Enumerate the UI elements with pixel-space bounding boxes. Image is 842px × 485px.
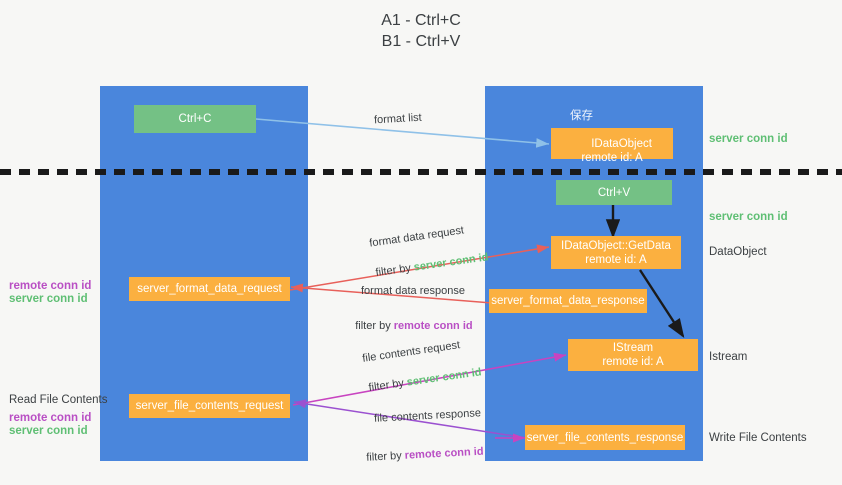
node-istream[interactable]: IStream remote id: A (568, 339, 698, 371)
node-idataobject[interactable]: 保存 IDataObject remote id: A (551, 110, 673, 164)
node-idataobject-label: 保存 IDataObject remote id: A (570, 109, 652, 179)
annotation-read-file-contents: Read File Contents (9, 394, 108, 406)
annotation-server-conn-id-top: server conn id (709, 133, 788, 145)
node-ctrl-c-label: Ctrl+C (178, 113, 212, 125)
filter-prefix: filter by (374, 261, 415, 280)
node-istream-label: IStream remote id: A (602, 342, 664, 368)
node-server-file-contents-request-label: server_file_contents_request (135, 400, 284, 412)
annotation-left-remote-conn-id-2: remote conn id (9, 412, 92, 424)
node-ctrl-c[interactable]: Ctrl+C (134, 105, 256, 133)
filter-key-server-conn-id: server conn id (413, 251, 490, 274)
node-idataobject-getdata[interactable]: IDataObject::GetData remote id: A (551, 236, 681, 269)
filter-prefix: filter by (355, 320, 394, 332)
node-server-file-contents-response-label: server_file_contents_response (526, 431, 684, 444)
node-server-format-data-response-label: server_format_data_response (491, 295, 645, 307)
annotation-server-conn-id-mid: server conn id (709, 211, 788, 223)
annotation-left-remote-conn-id-1: remote conn id (9, 280, 92, 292)
page-title: A1 - Ctrl+C B1 - Ctrl+V (381, 12, 461, 50)
filter-key-remote-conn-id: remote conn id (404, 445, 484, 462)
node-server-format-data-request[interactable]: server_format_data_request (129, 277, 290, 301)
edge-label-format-list: format list (373, 111, 422, 127)
filter-prefix: filter by (365, 449, 406, 464)
node-idataobject-text: IDataObject remote id: A (581, 137, 652, 164)
edge-label-file-contents-response: file contents response (373, 407, 482, 425)
filter-key-server-conn-id: server conn id (406, 366, 483, 389)
annotation-left-server-conn-id-2: server conn id (9, 425, 88, 437)
node-ctrl-v[interactable]: Ctrl+V (556, 180, 672, 205)
edge-label-file-contents-response-filter: filter by remote conn id (353, 431, 485, 480)
filter-prefix: filter by (367, 376, 408, 395)
annotation-write-file-contents: Write File Contents (709, 432, 807, 444)
annotation-left-server-conn-id-1: server conn id (9, 293, 88, 305)
node-server-file-contents-request[interactable]: server_file_contents_request (129, 394, 290, 418)
node-server-format-data-request-label: server_format_data_request (137, 283, 282, 295)
edge-label-format-data-response: format data response (361, 285, 465, 297)
node-idataobject-ghost-glyphs: 保存 (570, 109, 594, 122)
node-server-format-data-response[interactable]: server_format_data_response (489, 289, 647, 313)
node-idataobject-getdata-label: IDataObject::GetData remote id: A (561, 239, 671, 266)
filter-key-remote-conn-id: remote conn id (393, 320, 473, 332)
edge-label-format-data-response-filter: filter by remote conn id (343, 305, 473, 347)
dashed-divider (0, 169, 842, 175)
annotation-dataobject: DataObject (709, 246, 767, 258)
annotation-istream: Istream (709, 351, 748, 363)
node-server-file-contents-response[interactable]: server_file_contents_response (525, 425, 685, 450)
node-ctrl-v-label: Ctrl+V (597, 186, 631, 199)
